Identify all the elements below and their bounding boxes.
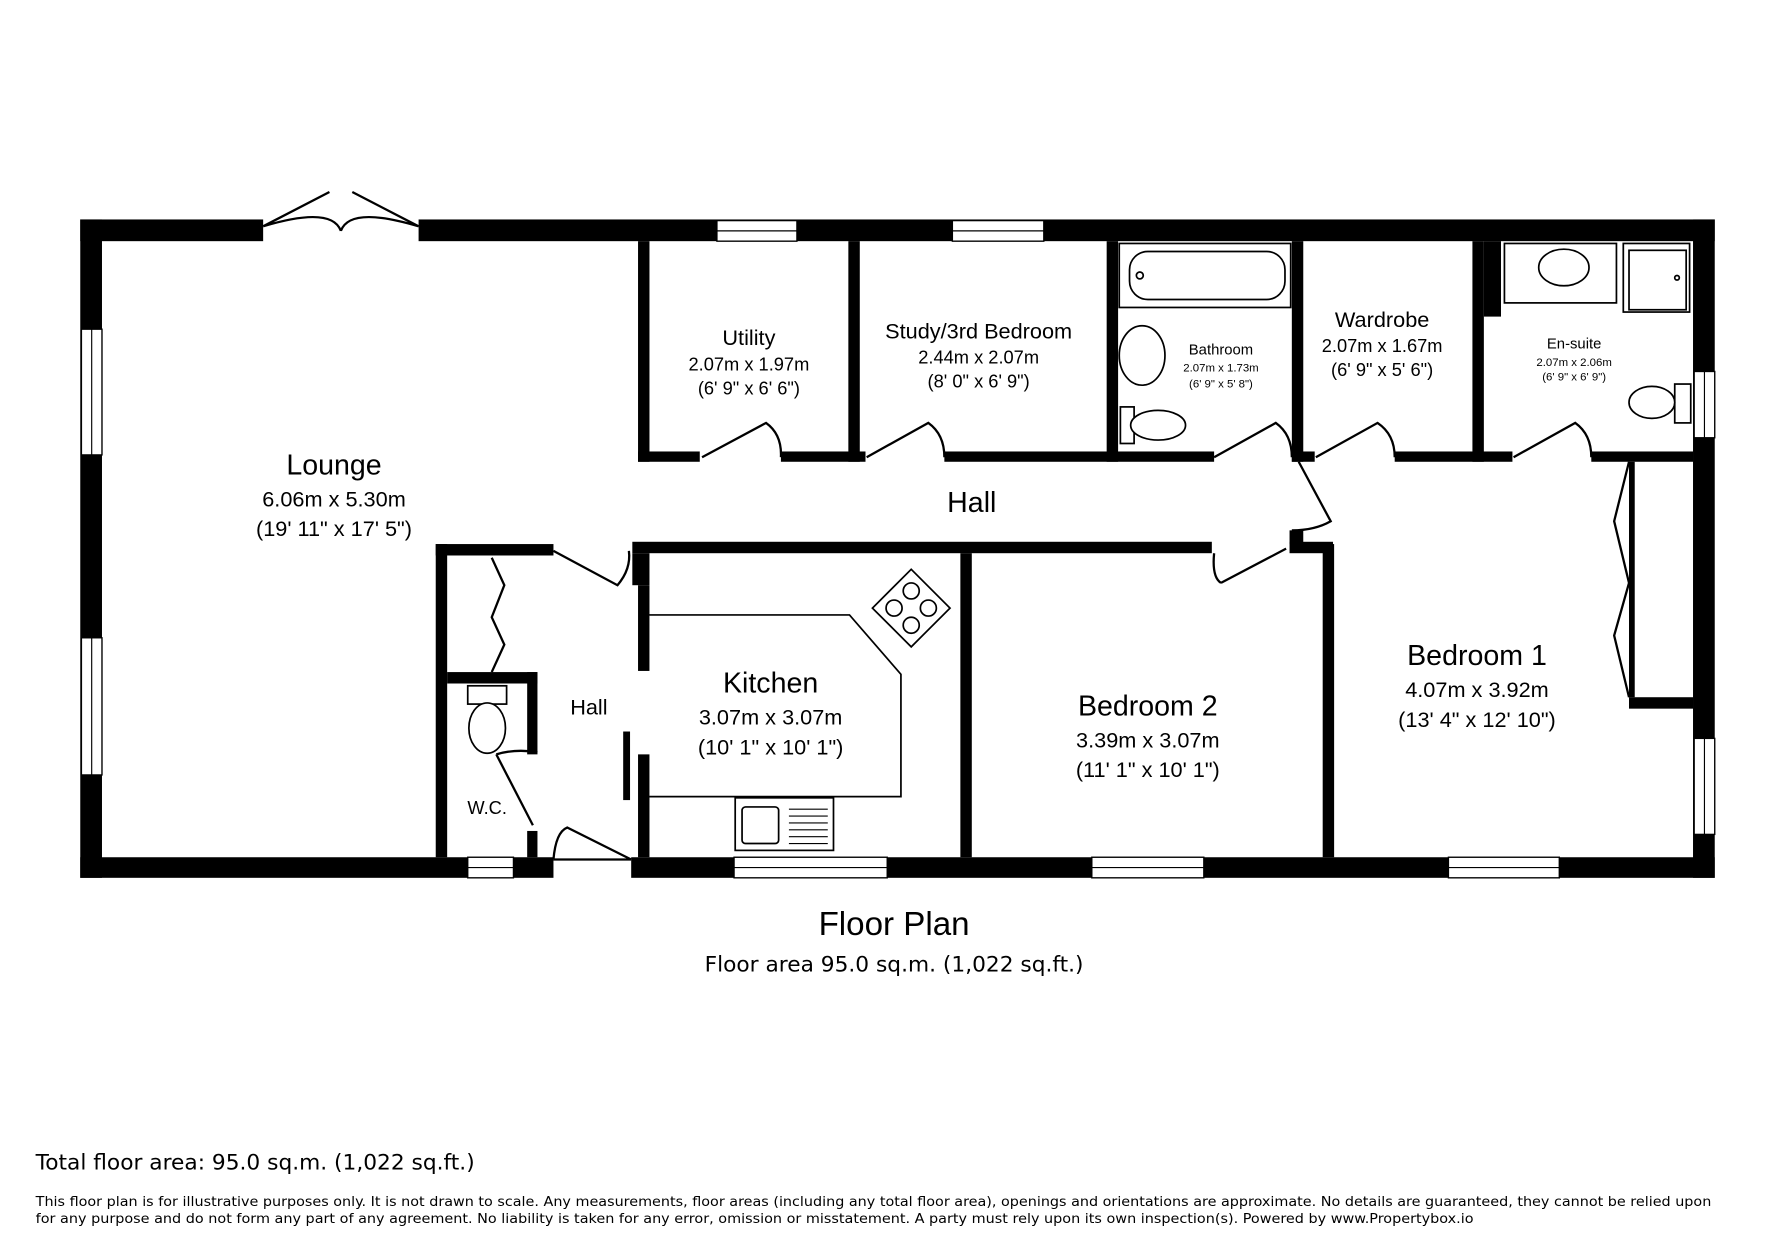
wc-toilet-icon [466,684,508,705]
bedroom1-metric: 4.07m x 3.92m [1405,677,1549,702]
lounge-name: Lounge [286,449,381,481]
ensuite-name: En-suite [1547,337,1601,353]
bedroom1-name: Bedroom 1 [1407,640,1547,672]
utility-imperial: (6' 9" x 6' 6") [698,377,800,398]
bathroom-name: Bathroom [1189,342,1253,358]
ensuite-imperial: (6' 9" x 6' 9") [1542,372,1606,384]
bathroom-imperial: (6' 9" x 5' 8") [1189,378,1253,390]
ensuite-metric: 2.07m x 2.06m [1536,357,1611,369]
ensuite-toilet-icon [1673,383,1692,424]
study-imperial: (8' 0" x 6' 9") [928,370,1030,391]
kitchen-metric: 3.07m x 3.07m [699,705,843,730]
hall-main-name: Hall [947,487,996,519]
total-floor-area: Total floor area: 95.0 sq.m. (1,022 sq.f… [35,1150,475,1175]
bedroom2-imperial: (11' 1" x 10' 1") [1076,757,1220,782]
hall-small-name: Hall [570,694,607,719]
wardrobe-name: Wardrobe [1335,307,1430,332]
disclaimer-line-1: This floor plan is for illustrative purp… [35,1195,1712,1210]
kitchen-counter [649,614,902,798]
kitchen-name: Kitchen [723,668,818,700]
lounge-imperial: (19' 11" x 17' 5") [256,516,412,541]
room-labels: Lounge 6.06m x 5.30m (19' 11" x 17' 5") … [256,307,1612,978]
kitchen-imperial: (10' 1" x 10' 1") [698,734,844,759]
basin-icon [1118,324,1166,387]
lounge-metric: 6.06m x 5.30m [262,486,406,511]
bedroom2-metric: 3.39m x 3.07m [1076,728,1220,753]
plan-area: Floor area 95.0 sq.m. (1,022 sq.ft.) [705,953,1084,978]
windows [80,219,1716,879]
bathroom-metric: 2.07m x 1.73m [1183,362,1258,374]
disclaimer-line-2: for any purpose and do not form any part… [36,1212,1474,1227]
ensuite-basin-icon [1537,248,1590,287]
doors [262,191,1631,861]
wardrobe-imperial: (6' 9" x 5' 6") [1331,359,1433,380]
utility-name: Utility [722,325,775,350]
study-metric: 2.44m x 2.07m [918,346,1039,367]
fixtures [466,242,1692,852]
study-name: Study/3rd Bedroom [885,318,1072,343]
bath-tap-icon [1135,271,1145,280]
bedroom2-name: Bedroom 2 [1078,691,1218,723]
plan-title: Floor Plan [819,906,970,943]
wardrobe-metric: 2.07m x 1.67m [1322,335,1443,356]
wc-name: W.C. [467,797,507,818]
footer: Total floor area: 95.0 sq.m. (1,022 sq.f… [35,1150,1712,1227]
bedroom1-imperial: (13' 4" x 12' 10") [1398,707,1556,732]
utility-metric: 2.07m x 1.97m [688,353,809,374]
hob-icon [871,568,952,649]
